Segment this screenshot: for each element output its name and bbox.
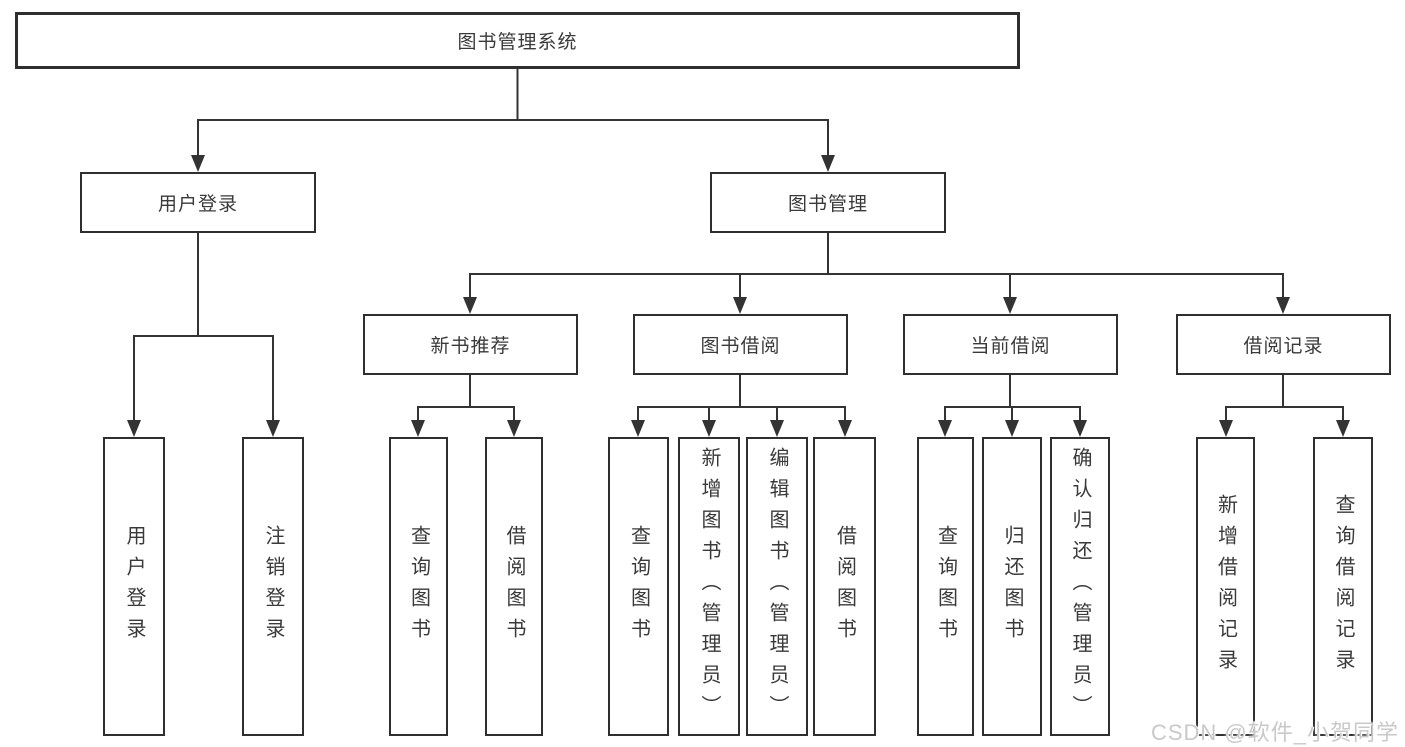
- node-label: 确认归还（管理员）: [1069, 447, 1091, 726]
- node-label: 新增借阅记录: [1214, 493, 1237, 680]
- leaf-borrow-books-recommend: 借阅图书: [485, 437, 543, 736]
- node-label: 注销登录: [262, 524, 284, 649]
- leaf-return-books: 归还图书: [982, 437, 1042, 736]
- leaf-query-borrow-record: 查询借阅记录: [1313, 437, 1373, 736]
- node-label: 用户登录: [123, 524, 145, 649]
- node-label: 当前借阅: [970, 336, 1051, 357]
- node-borrowing-records: 借阅记录: [1176, 314, 1391, 375]
- node-label: 归还图书: [1001, 524, 1023, 649]
- node-label: 借阅图书: [503, 524, 525, 649]
- node-label: 查询图书: [627, 524, 650, 649]
- node-label: 借阅记录: [1243, 336, 1324, 357]
- node-book-management: 图书管理: [710, 172, 946, 233]
- leaf-add-books-admin: 新增图书（管理员）: [678, 437, 740, 736]
- node-book-borrowing: 图书借阅: [633, 314, 848, 375]
- leaf-logout: 注销登录: [242, 437, 304, 736]
- node-label: 查询借阅记录: [1332, 493, 1354, 680]
- leaf-edit-books-admin: 编辑图书（管理员）: [746, 437, 808, 736]
- node-user-login: 用户登录: [80, 172, 316, 233]
- node-root-library-system: 图书管理系统: [15, 12, 1020, 69]
- node-label: 用户登录: [157, 194, 238, 215]
- node-new-book-recommend: 新书推荐: [363, 314, 578, 375]
- node-label: 编辑图书（管理员）: [766, 447, 788, 726]
- csdn-watermark: CSDN @软件_小贺同学: [1150, 720, 1399, 745]
- node-label: 查询图书: [407, 524, 430, 649]
- node-label: 图书借阅: [700, 336, 781, 357]
- leaf-query-books-current: 查询图书: [917, 437, 974, 736]
- node-label: 查询图书: [934, 524, 957, 649]
- node-label: 图书管理系统: [457, 32, 578, 53]
- node-label: 借阅图书: [833, 524, 856, 649]
- node-label: 新书推荐: [430, 336, 511, 357]
- leaf-query-books-recommend: 查询图书: [389, 437, 448, 736]
- leaf-user-login: 用户登录: [103, 437, 165, 736]
- leaf-borrow-books: 借阅图书: [813, 437, 876, 736]
- leaf-query-books-borrow: 查询图书: [608, 437, 669, 736]
- arrowhead-icons: [127, 155, 1350, 437]
- leaf-confirm-return-admin: 确认归还（管理员）: [1050, 437, 1110, 736]
- node-label: 新增图书（管理员）: [698, 447, 720, 726]
- node-current-borrowing: 当前借阅: [903, 314, 1118, 375]
- leaf-add-borrow-record: 新增借阅记录: [1196, 437, 1255, 736]
- node-label: 图书管理: [787, 194, 868, 215]
